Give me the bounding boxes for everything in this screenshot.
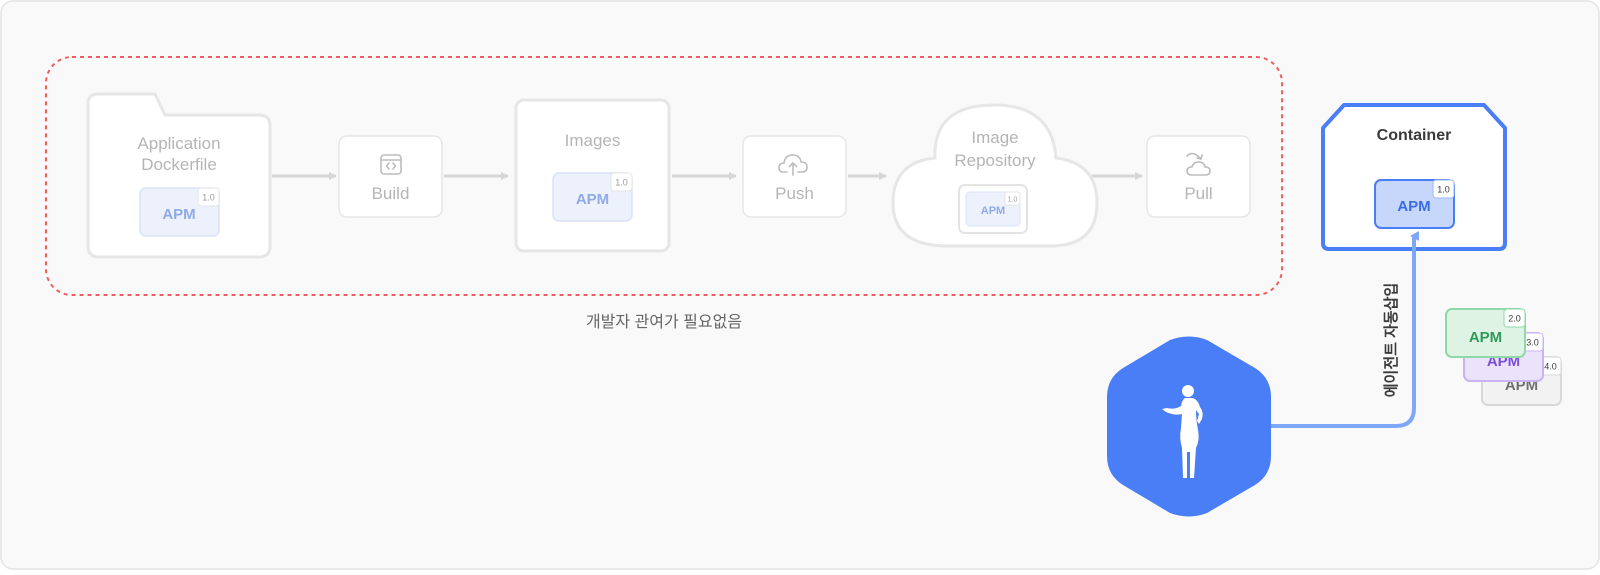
container-apm-version: 1.0 (1437, 185, 1450, 195)
pull-step: Pull (1146, 135, 1251, 218)
repository-node: Image Repository 1.0 APM (891, 103, 1099, 248)
agent-node (1107, 336, 1271, 517)
container-apm-label: APM (1397, 198, 1430, 215)
no-developer-region (45, 56, 1283, 296)
cloud-icon (891, 103, 1099, 248)
images-apm-label: APM (576, 191, 609, 208)
push-step: Push (742, 135, 847, 218)
build-step: Build (338, 135, 443, 218)
build-box (338, 135, 443, 218)
apm-version-2-tag: 2.0 (1508, 314, 1521, 324)
repository-label-line2: Repository (954, 151, 1036, 170)
pull-label: Pull (1184, 184, 1212, 203)
dockerfile-apm-version: 1.0 (202, 193, 215, 203)
agent-insert-label: 에이전트 자동삽입 (1383, 283, 1400, 398)
version-tag (1503, 308, 1526, 328)
dockerfile-label-line1: Application (137, 134, 220, 153)
version-tag (1432, 179, 1455, 199)
repository-label-line1: Image (971, 128, 1018, 147)
apm-version-2-label: APM (1469, 329, 1502, 346)
build-label: Build (372, 184, 410, 203)
apm-version-3-tag: 3.0 (1526, 338, 1539, 348)
apm-version-4-tag: 4.0 (1544, 362, 1557, 372)
images-label: Images (565, 131, 621, 150)
container-node: Container 1.0 APM (1321, 103, 1507, 251)
person-silhouette-icon (1162, 385, 1203, 478)
pull-box (1146, 135, 1251, 218)
container-box (1321, 103, 1507, 251)
dockerfile-apm-label: APM (162, 206, 195, 223)
folder-icon (86, 92, 272, 259)
version-tag (197, 187, 220, 207)
version-tag (610, 172, 633, 192)
images-apm-version: 1.0 (615, 178, 628, 188)
version-tag (1004, 191, 1021, 206)
cloud-upload-icon (778, 154, 808, 176)
repository-apm-version: 1.0 (1008, 197, 1018, 204)
apm-version-card-2: 2.0 APM (1445, 308, 1526, 358)
push-box (742, 135, 847, 218)
cloud-download-icon (1186, 152, 1211, 176)
apm-version-stack: 4.0 APM 3.0 APM 2.0 APM (1445, 308, 1562, 406)
images-node: Images 1.0 APM (514, 98, 671, 253)
repository-apm-label: APM (981, 205, 1005, 217)
dockerfile-node: Application Dockerfile 1.0 APM (86, 92, 272, 259)
push-label: Push (775, 184, 814, 203)
no-developer-caption: 개발자 관여가 필요없음 (586, 313, 742, 331)
agent-insert-arrow (1270, 231, 1419, 428)
code-window-icon (380, 154, 402, 175)
dockerfile-label-line2: Dockerfile (141, 155, 217, 174)
container-title: Container (1377, 127, 1452, 144)
